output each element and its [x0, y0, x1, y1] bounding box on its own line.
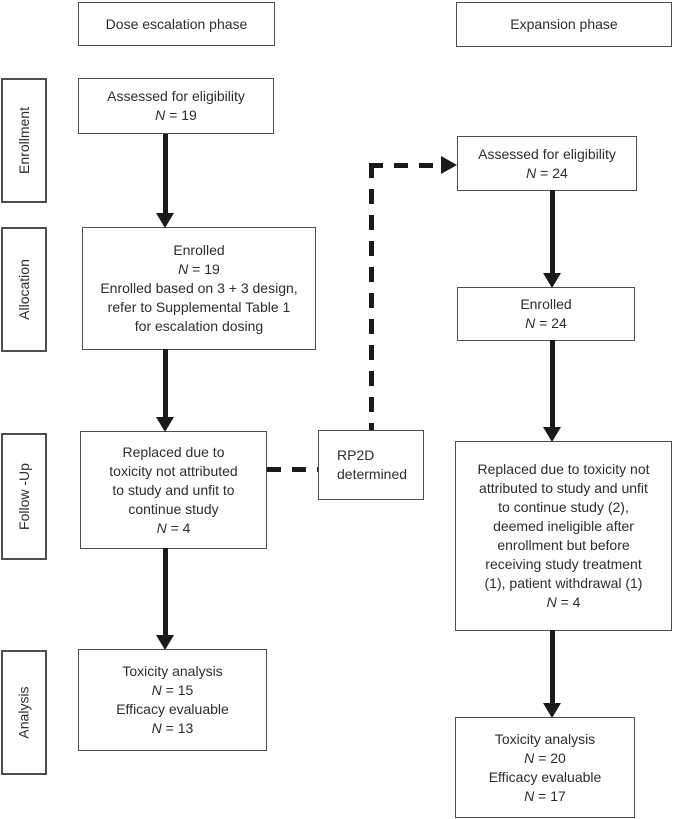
box-text-line: N = 4 — [546, 594, 581, 610]
arrow-head-down-icon — [543, 273, 561, 288]
box-text-line: deemed ineligible after — [493, 518, 634, 534]
box-text-line: for escalation dosing — [134, 318, 264, 334]
box-text-line: N = 19 — [155, 107, 197, 123]
arrow-shaft — [549, 630, 555, 703]
box-text-line: Toxicity analysis — [122, 663, 223, 679]
arrow-head-down-icon — [156, 417, 174, 432]
column-header-dose-escalation-label: Dose escalation phase — [105, 15, 248, 32]
arrow-expansion-enrolled-to-followup-icon — [543, 340, 561, 442]
box-text-line: Replaced due to — [122, 443, 225, 460]
rp2d-determined-box: RP2D determined — [318, 430, 424, 500]
expansion-analysis-box: Toxicity analysis N = 20 Efficacy evaluabl… — [455, 717, 635, 818]
box-text-line: continue study — [128, 500, 219, 517]
arrow-expansion-followup-to-analysis-icon — [543, 630, 561, 718]
column-header-dose-escalation: Dose escalation phase — [78, 2, 275, 46]
box-text-line: RP2D — [337, 447, 375, 463]
expansion-followup-box: Replaced due to toxicity not attributed t… — [455, 441, 672, 631]
arrow-head-down-icon — [543, 427, 561, 442]
box-text-line: receiving study treatment — [485, 556, 642, 572]
dashed-arrow-head-right-icon — [441, 156, 457, 174]
dashed-connector-to-expansion — [369, 163, 441, 168]
box-text-line: N = 17 — [524, 787, 566, 804]
box-text-line: Enrolled — [173, 242, 225, 258]
arrow-escalation-assessed-to-enrolled-icon — [156, 134, 174, 228]
expansion-assessed-box: Assessed for eligibility N = 24 — [457, 136, 637, 191]
box-text-line: N = 24 — [526, 164, 568, 181]
arrow-escalation-enrolled-to-followup-icon — [156, 349, 174, 432]
column-header-expansion: Expansion phase — [456, 2, 672, 47]
box-text-line: enrollment but before — [497, 537, 630, 553]
stage-label-analysis-text: Analysis — [15, 686, 32, 739]
arrow-shaft — [162, 134, 168, 213]
column-header-expansion-label: Expansion phase — [510, 16, 618, 32]
box-text-line: N = 15 — [151, 682, 194, 698]
arrow-shaft — [162, 548, 168, 635]
escalation-followup-box: Replaced due to toxicity not attributed to… — [80, 431, 267, 549]
stage-label-analysis: Analysis — [1, 650, 47, 775]
stage-label-allocation-text: Allocation — [15, 259, 32, 320]
escalation-enrolled-box: Enrolled N = 19 Enrolled based on 3 + 3 de… — [82, 227, 316, 350]
box-text-line: Efficacy evaluable — [116, 701, 229, 717]
stage-label-enrollment-text: Enrollment — [15, 107, 32, 174]
dashed-connector-followup-to-rp2d — [267, 467, 318, 472]
box-text-line: to continue study (2), — [498, 499, 629, 515]
box-text-line: (1), patient withdrawal (1) — [484, 575, 643, 591]
arrow-head-down-icon — [156, 213, 174, 228]
arrow-shaft — [549, 340, 555, 427]
escalation-analysis-box: Toxicity analysis N = 15 Efficacy evaluabl… — [78, 649, 267, 751]
box-text-line: attributed to study and unfit — [479, 480, 648, 496]
box-text-line: N = 24 — [525, 315, 567, 331]
box-text-line: refer to Supplemental Table 1 — [107, 299, 291, 315]
box-text-line: Assessed for eligibility — [107, 88, 245, 104]
expansion-enrolled-box: Enrolled N = 24 — [457, 287, 635, 341]
box-text-line: N = 13 — [151, 720, 194, 736]
dashed-connector-rp2d-up — [369, 163, 374, 430]
box-text-line: Efficacy evaluable — [488, 768, 602, 785]
stage-label-followup-text: Follow -Up — [15, 463, 32, 530]
stage-label-allocation: Allocation — [1, 227, 47, 352]
box-text-line: Assessed for eligibility — [478, 145, 616, 162]
box-text-line: Toxicity analysis — [494, 730, 596, 747]
stage-label-followup: Follow -Up — [1, 433, 47, 560]
arrow-shaft — [162, 349, 168, 417]
box-text-line: Enrolled based on 3 + 3 design, — [100, 280, 298, 296]
arrow-head-down-icon — [543, 703, 561, 718]
box-text-line: to study and unfit to — [112, 481, 235, 498]
arrow-escalation-followup-to-analysis-icon — [156, 548, 174, 650]
arrow-shaft — [549, 190, 555, 273]
box-text-line: N = 4 — [156, 519, 191, 536]
arrow-head-down-icon — [156, 635, 174, 650]
box-text-line: N = 20 — [524, 749, 566, 766]
escalation-assessed-box: Assessed for eligibility N = 19 — [78, 78, 274, 134]
box-text-line: Replaced due to toxicity not — [477, 461, 650, 477]
box-text-line: Enrolled — [520, 296, 572, 312]
box-text-line: N = 19 — [178, 261, 220, 277]
stage-label-enrollment: Enrollment — [1, 78, 47, 203]
box-text-line: determined — [337, 466, 408, 482]
arrow-expansion-assessed-to-enrolled-icon — [543, 190, 561, 288]
box-text-line: toxicity not attributed — [109, 462, 238, 479]
